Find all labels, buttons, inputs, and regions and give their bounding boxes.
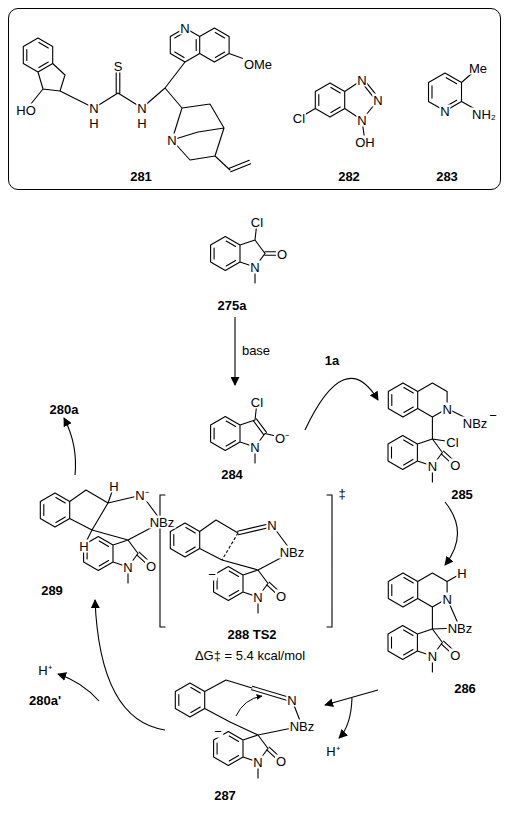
electron-push-arrow — [236, 696, 262, 716]
compound-node: 287 — [165, 665, 325, 805]
atom-label: O — [449, 648, 461, 661]
atom-label: NBz — [279, 546, 306, 559]
atom-label: O — [449, 458, 461, 471]
atom-label: H⁺ — [325, 745, 340, 758]
compound-node: 289 — [25, 475, 185, 600]
reaction-arrow — [445, 502, 458, 565]
bond-lines — [23, 28, 484, 778]
atom-label: NBz — [289, 720, 316, 733]
atom-label: O — [275, 754, 287, 767]
reaction-arrow — [234, 317, 235, 385]
atom-label: N — [356, 74, 367, 87]
atom-label: H — [88, 117, 99, 130]
compound-number: 282 — [337, 170, 361, 183]
forming-bond — [222, 533, 238, 560]
atom-label: Cl — [250, 216, 264, 229]
atom-label: Me — [468, 62, 488, 75]
reaction-arrow — [64, 418, 76, 475]
compound-number: 287 — [213, 789, 237, 802]
atom-label: Cl — [445, 436, 459, 449]
compound-number: 288 TS2 — [226, 628, 277, 641]
compound-number: 281 — [129, 170, 153, 183]
compound-number: 280a' — [28, 694, 62, 707]
atom-label: N — [166, 134, 177, 147]
compound-number: 275a — [217, 299, 248, 312]
atom-label: HO — [15, 104, 37, 117]
atom-label: OMe — [243, 58, 273, 71]
atom-label: N — [286, 694, 297, 707]
compound-node: 288 TS2ΔG‡ = 5.4 kcal/mol — [155, 488, 345, 665]
compound-node: 285 — [378, 380, 498, 502]
atom-label: N — [252, 756, 263, 769]
atom-label: N — [249, 261, 260, 274]
atom-label: O — [145, 559, 157, 572]
atom-label: N — [372, 94, 383, 107]
compound-number: 283 — [435, 170, 459, 183]
arrow-label: base — [241, 344, 271, 357]
atom-label: N — [427, 650, 438, 663]
compound-node: 280a — [40, 400, 88, 418]
compound-number: 289 — [40, 584, 64, 597]
atom-label: − — [213, 725, 223, 738]
atom-label: O — [275, 589, 287, 602]
atom-label: O — [276, 247, 288, 260]
atom-label: N — [179, 22, 190, 35]
compound-number: ΔG‡ = 5.4 kcal/mol — [194, 649, 306, 662]
atom-label: N — [356, 114, 367, 127]
atom-label: H — [456, 567, 467, 580]
compound-number: 280a — [49, 403, 80, 416]
atom-label: N — [439, 105, 450, 118]
atom-label: − — [207, 568, 217, 581]
reagent-box: 281 282 283 — [8, 8, 501, 190]
atom-label: H⁺ — [37, 664, 52, 677]
atom-label: H — [78, 540, 89, 553]
compound-number: 286 — [453, 682, 477, 695]
reaction-arrow — [95, 600, 165, 730]
atom-label: Cl — [250, 396, 264, 409]
reaction-arrow — [325, 690, 378, 705]
proton-loss-arrow — [339, 698, 352, 738]
atom-label: N — [441, 402, 452, 415]
atom-label: N — [266, 519, 277, 532]
atom-label: ‡ — [337, 487, 346, 500]
proton-loss-arrow — [58, 674, 99, 701]
atom-label: Cl — [292, 112, 306, 125]
compound-number: 285 — [450, 488, 474, 501]
atom-label: H — [136, 117, 147, 130]
atom-label: H — [108, 480, 119, 493]
atom-label: OH — [354, 136, 376, 149]
arrow-label: 1a — [324, 354, 340, 367]
atom-label: S — [113, 60, 124, 73]
atom-label: NBz — [149, 516, 176, 529]
atom-label: N — [136, 102, 147, 115]
atom-label: NH₂ — [471, 108, 497, 121]
atom-label: N⁻ — [134, 489, 149, 502]
atom-label: NBz — [447, 622, 474, 635]
atom-label: NBz — [462, 416, 489, 429]
atom-label: − — [488, 408, 498, 421]
atom-label: O⁻ — [274, 431, 290, 444]
compound-number: 284 — [220, 468, 244, 481]
atom-label: N — [427, 460, 438, 473]
atom-label: N — [122, 561, 133, 574]
atom-label: N — [441, 592, 452, 605]
atom-label: N — [88, 102, 99, 115]
reaction-arrow — [305, 378, 378, 430]
compound-node: 286 — [378, 565, 498, 705]
atom-label: N — [252, 591, 263, 604]
atom-label: N — [249, 441, 260, 454]
